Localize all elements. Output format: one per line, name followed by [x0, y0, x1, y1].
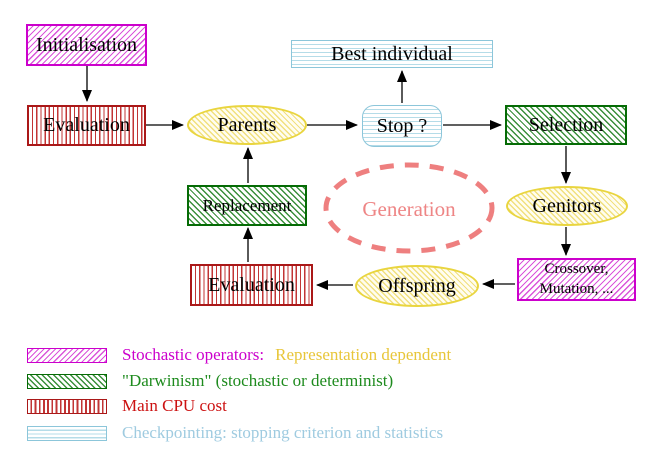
node-evaluation-top-label: Evaluation — [43, 114, 130, 136]
node-crossover-line1: Crossover, — [544, 261, 609, 277]
node-parents-label: Parents — [217, 113, 277, 136]
legend-representation-label: Representation dependent — [275, 345, 452, 364]
node-stop-label: Stop ? — [376, 114, 428, 137]
generation-dashed-ellipse — [323, 162, 495, 254]
legend-stochastic-label: Stochastic operators: — [122, 345, 265, 364]
generation-label: Generation — [362, 196, 456, 221]
legend-row-checkpointing: Checkpointing: stopping criterion and st… — [27, 423, 443, 443]
legend-cpu-label: Main CPU cost — [122, 396, 227, 415]
node-best-individual-label: Best individual — [331, 42, 453, 65]
node-stop: Stop ? — [362, 105, 442, 147]
node-best-individual: Best individual — [291, 40, 493, 68]
node-replacement: Replacement — [187, 185, 307, 226]
generation-label-container: Generation — [329, 194, 489, 224]
node-evaluation-bottom-label: Evaluation — [208, 273, 295, 296]
legend-swatch-red-stripe — [27, 398, 107, 414]
legend-checkpointing-label: Checkpointing: stopping criterion and st… — [122, 423, 444, 442]
legend-swatch-cyan-stripe — [27, 425, 107, 441]
node-selection-label: Selection — [528, 113, 604, 136]
node-genitors: Genitors — [506, 186, 628, 226]
node-parents: Parents — [187, 105, 307, 145]
legend-swatch-green-hatch — [27, 373, 107, 389]
node-offspring: Offspring — [355, 265, 479, 307]
node-crossover-mutation: Crossover, Mutation, ... — [517, 258, 636, 301]
legend-swatch-magenta-hatch — [27, 347, 107, 363]
legend-row-stochastic: Stochastic operators: Representation dep… — [27, 345, 451, 365]
node-offspring-label: Offspring — [378, 274, 456, 297]
legend-darwinism-label: "Darwinism" (stochastic or determinist) — [122, 371, 394, 390]
legend-row-cpu: Main CPU cost — [27, 396, 227, 416]
node-selection: Selection — [505, 105, 627, 145]
node-initialisation-label: Initialisation — [35, 33, 138, 56]
legend-row-darwinism: "Darwinism" (stochastic or determinist) — [27, 371, 393, 391]
node-initialisation: Initialisation — [26, 24, 147, 66]
node-evaluation-bottom: Evaluation — [190, 264, 313, 306]
node-crossover-line2: Mutation, ... — [539, 280, 614, 297]
node-replacement-label: Replacement — [202, 195, 292, 215]
node-evaluation-top: Evaluation — [27, 105, 146, 146]
node-genitors-label: Genitors — [532, 194, 602, 217]
